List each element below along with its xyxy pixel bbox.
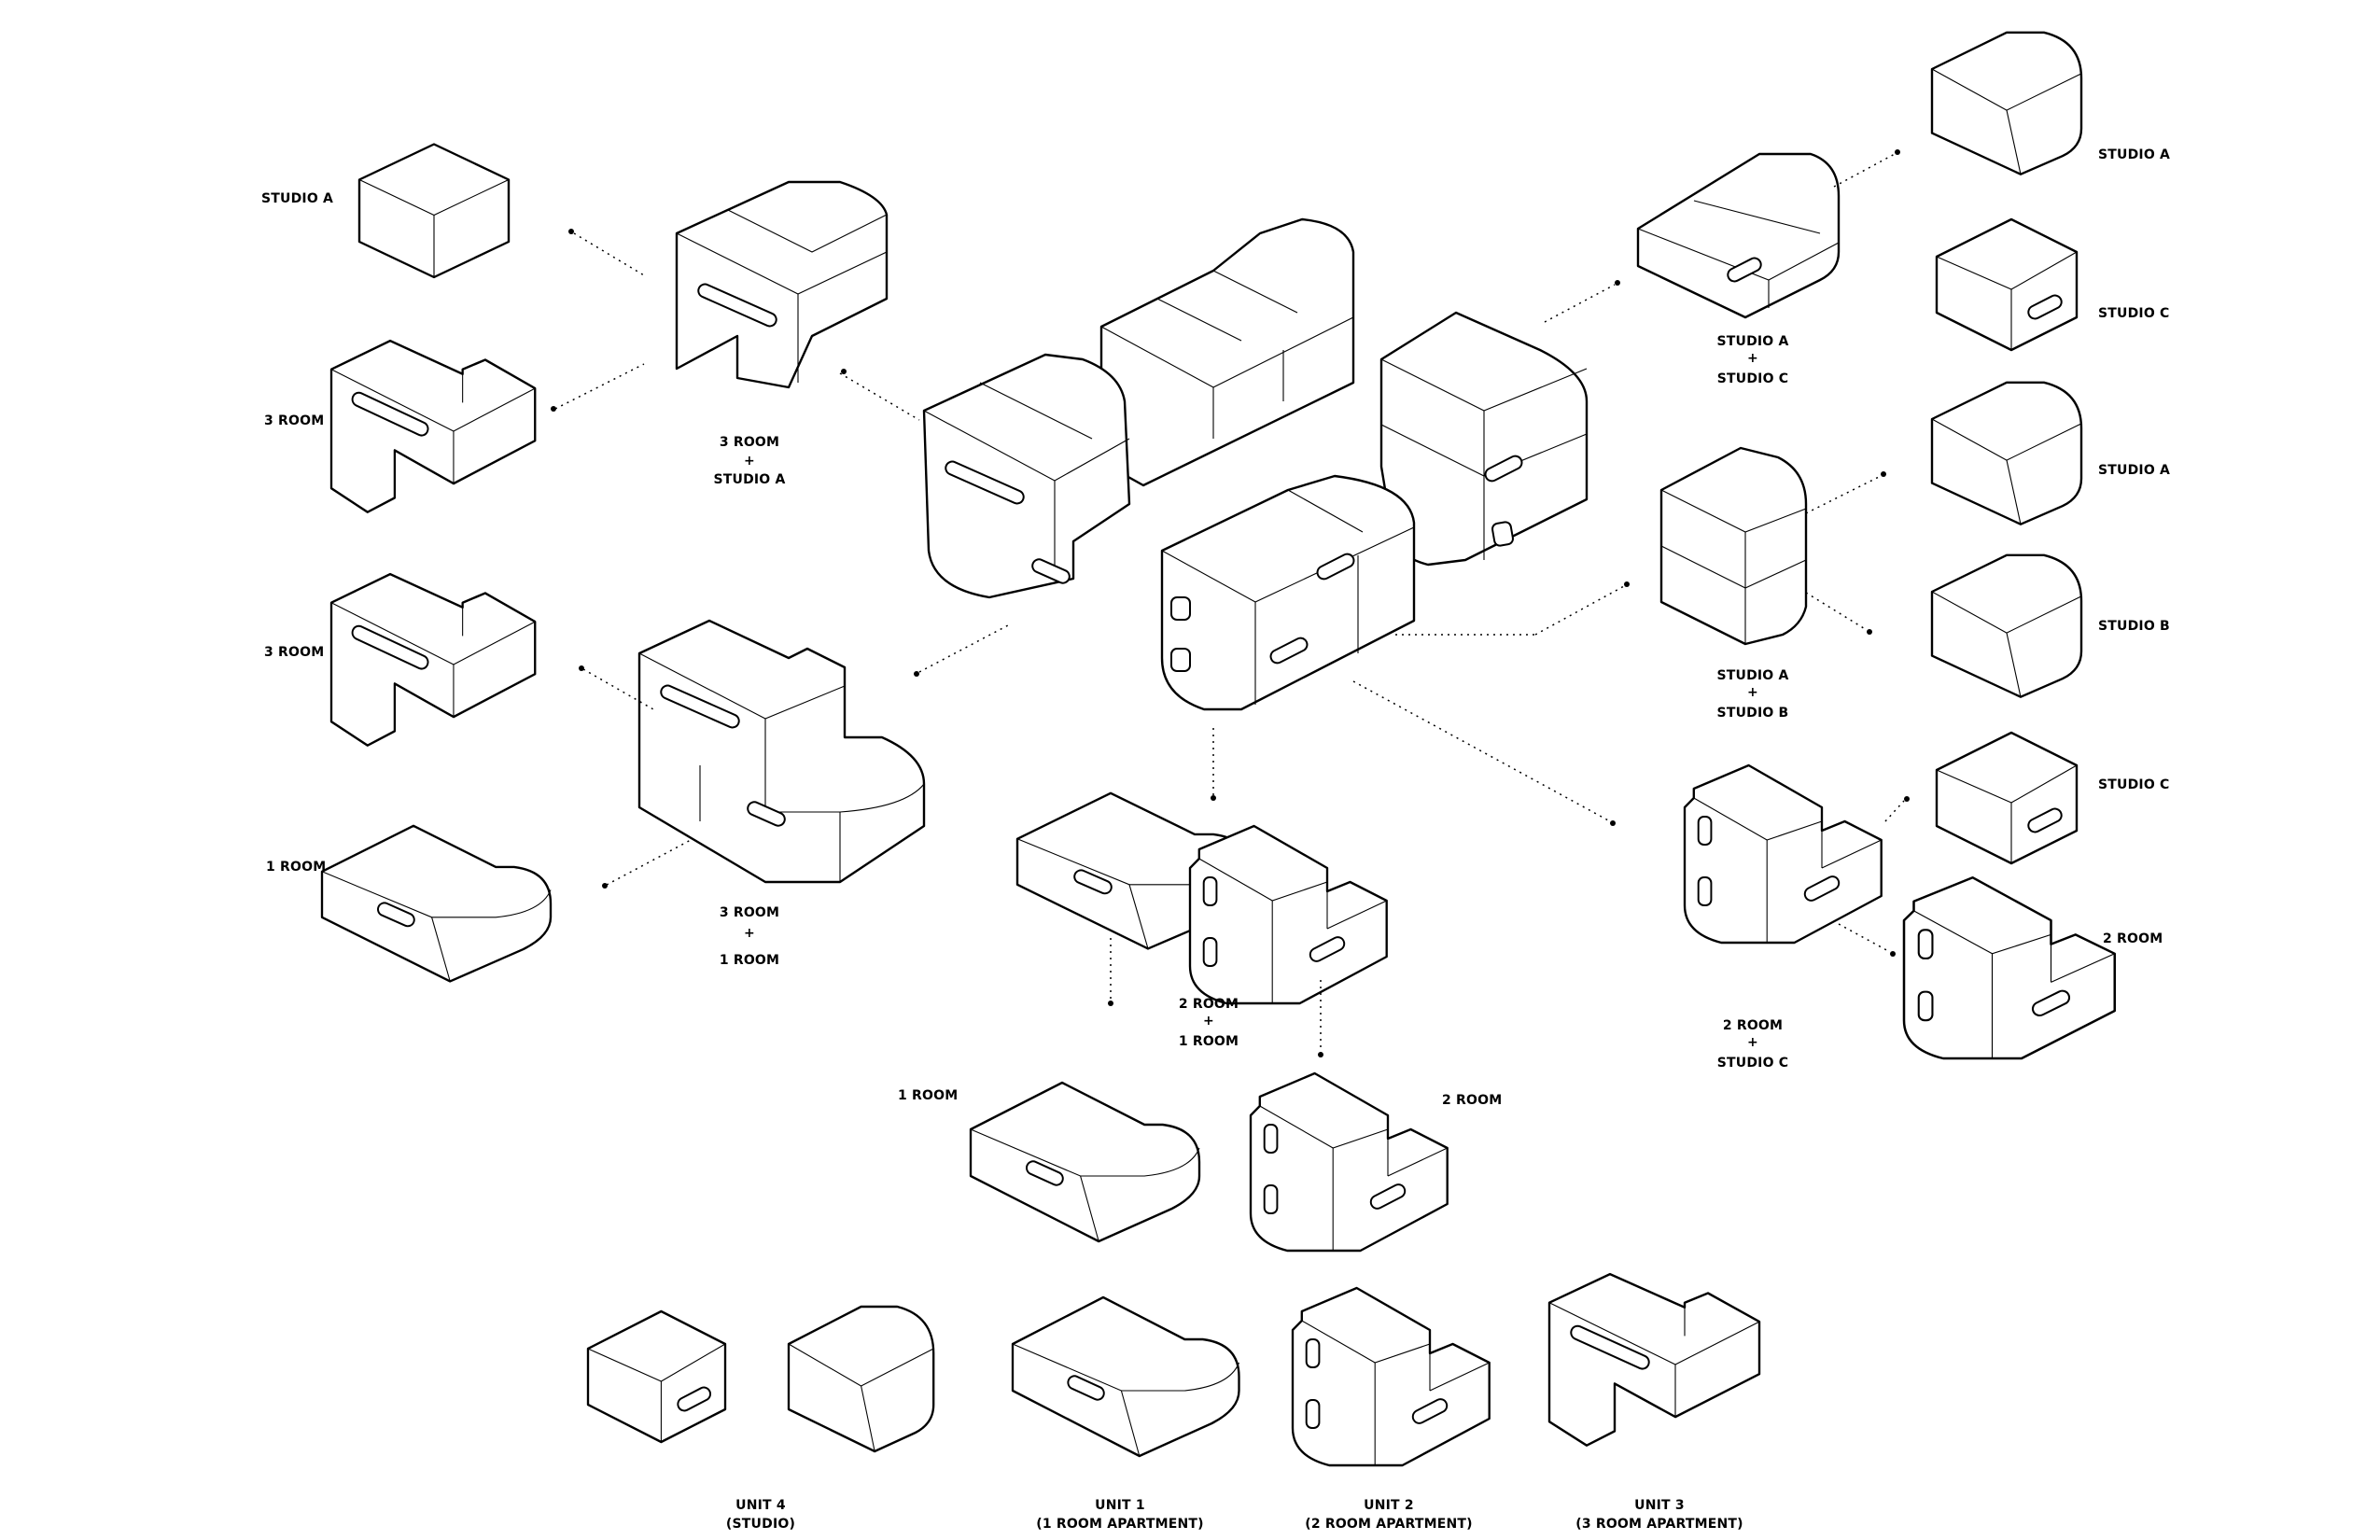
left-3room-top	[329, 339, 537, 513]
label-line: STUDIO A	[713, 472, 785, 487]
unit-subtitle: (STUDIO)	[726, 1517, 795, 1532]
leader-lines	[551, 149, 1910, 1057]
label-line: +	[1747, 1035, 1758, 1050]
left-studio-a	[357, 143, 511, 279]
label-line: STUDIO B	[1717, 706, 1789, 721]
mid-2room	[1249, 1071, 1449, 1253]
label-combo-studio-a-c: STUDIO A + STUDIO C	[1716, 334, 1788, 386]
unit-subtitle: (1 ROOM APARTMENT)	[1036, 1517, 1204, 1532]
label-line: +	[1203, 1014, 1214, 1029]
right-studio-a-2	[1930, 381, 2083, 525]
right-studio-c-2	[1935, 731, 2079, 865]
unit-title: UNIT 3	[1634, 1498, 1685, 1513]
label-line: +	[1747, 685, 1758, 700]
label-mid-1room: 1 ROOM	[898, 1088, 958, 1103]
unit-subtitle: (3 ROOM APARTMENT)	[1575, 1517, 1743, 1532]
label-line: STUDIO A	[1716, 668, 1788, 683]
label-right-studio-c-2: STUDIO C	[2098, 777, 2169, 792]
left-1room	[320, 824, 553, 983]
label-right-studio-c-1: STUDIO C	[2098, 306, 2169, 321]
label-left-3room-top: 3 ROOM	[264, 413, 324, 428]
unit-label-4: UNIT 4 (STUDIO)	[726, 1498, 795, 1532]
label-line: +	[744, 454, 755, 469]
unit-title: UNIT 4	[735, 1498, 786, 1513]
label-combo-3room-studio-a: 3 ROOM + STUDIO A	[713, 435, 785, 487]
label-line: STUDIO C	[1717, 371, 1788, 386]
mid-1room	[969, 1081, 1201, 1243]
label-right-2room: 2 ROOM	[2103, 931, 2163, 946]
label-combo-2room-studio-c: 2 ROOM + STUDIO C	[1717, 1018, 1788, 1071]
unit-4-studio-c	[586, 1309, 727, 1444]
label-left-studio-a: STUDIO A	[261, 191, 333, 206]
label-line: 1 ROOM	[1179, 1034, 1239, 1049]
label-line: STUDIO A	[1716, 334, 1788, 349]
label-left-3room-bottom: 3 ROOM	[264, 645, 324, 660]
label-line: 2 ROOM	[1179, 997, 1239, 1012]
label-right-studio-a-2: STUDIO A	[2098, 463, 2170, 478]
unit-label-1: UNIT 1 (1 ROOM APARTMENT)	[1036, 1498, 1204, 1532]
label-left-1room: 1 ROOM	[266, 860, 326, 875]
label-right-studio-b: STUDIO B	[2098, 619, 2170, 634]
label-line: +	[1747, 351, 1758, 366]
unit-3-block	[1547, 1272, 1761, 1447]
unit-title: UNIT 2	[1364, 1498, 1414, 1513]
label-line: +	[744, 926, 755, 941]
combo-studio-a-c	[1636, 152, 1841, 319]
central-assembly	[922, 217, 1589, 711]
unit-subtitle: (2 ROOM APARTMENT)	[1305, 1517, 1473, 1532]
combo-studio-a-b	[1659, 446, 1808, 646]
combo-3room-studio-a	[675, 180, 889, 389]
label-line: 3 ROOM	[720, 435, 779, 450]
unit-label-3: UNIT 3 (3 ROOM APARTMENT)	[1575, 1498, 1743, 1532]
label-mid-2room: 2 ROOM	[1442, 1093, 1502, 1108]
label-combo-studio-a-b: STUDIO A + STUDIO B	[1716, 668, 1788, 721]
unit-2-block	[1291, 1286, 1491, 1467]
unit-title: UNIT 1	[1095, 1498, 1145, 1513]
label-right-studio-a-1: STUDIO A	[2098, 147, 2170, 162]
unit-label-2: UNIT 2 (2 ROOM APARTMENT)	[1305, 1498, 1473, 1532]
unit-1-block	[1011, 1295, 1240, 1458]
label-line: 1 ROOM	[720, 953, 779, 968]
label-combo-3room-1room: 3 ROOM + 1 ROOM	[720, 905, 779, 968]
combo-3room-1room	[637, 619, 926, 884]
label-combo-2room-1room: 2 ROOM + 1 ROOM	[1179, 997, 1239, 1049]
right-studio-b	[1930, 553, 2083, 698]
label-line: 3 ROOM	[720, 905, 779, 920]
combo-2room-studio-c	[1683, 763, 1883, 945]
left-3room-bottom	[329, 572, 537, 747]
right-studio-c-1	[1935, 217, 2079, 352]
label-line: 2 ROOM	[1723, 1018, 1783, 1033]
right-studio-a-1	[1930, 31, 2083, 175]
right-2room	[1902, 875, 2117, 1060]
unit-4-studio-round	[787, 1305, 935, 1453]
label-line: STUDIO C	[1717, 1056, 1788, 1071]
combo-2room-1room	[1015, 791, 1388, 1005]
